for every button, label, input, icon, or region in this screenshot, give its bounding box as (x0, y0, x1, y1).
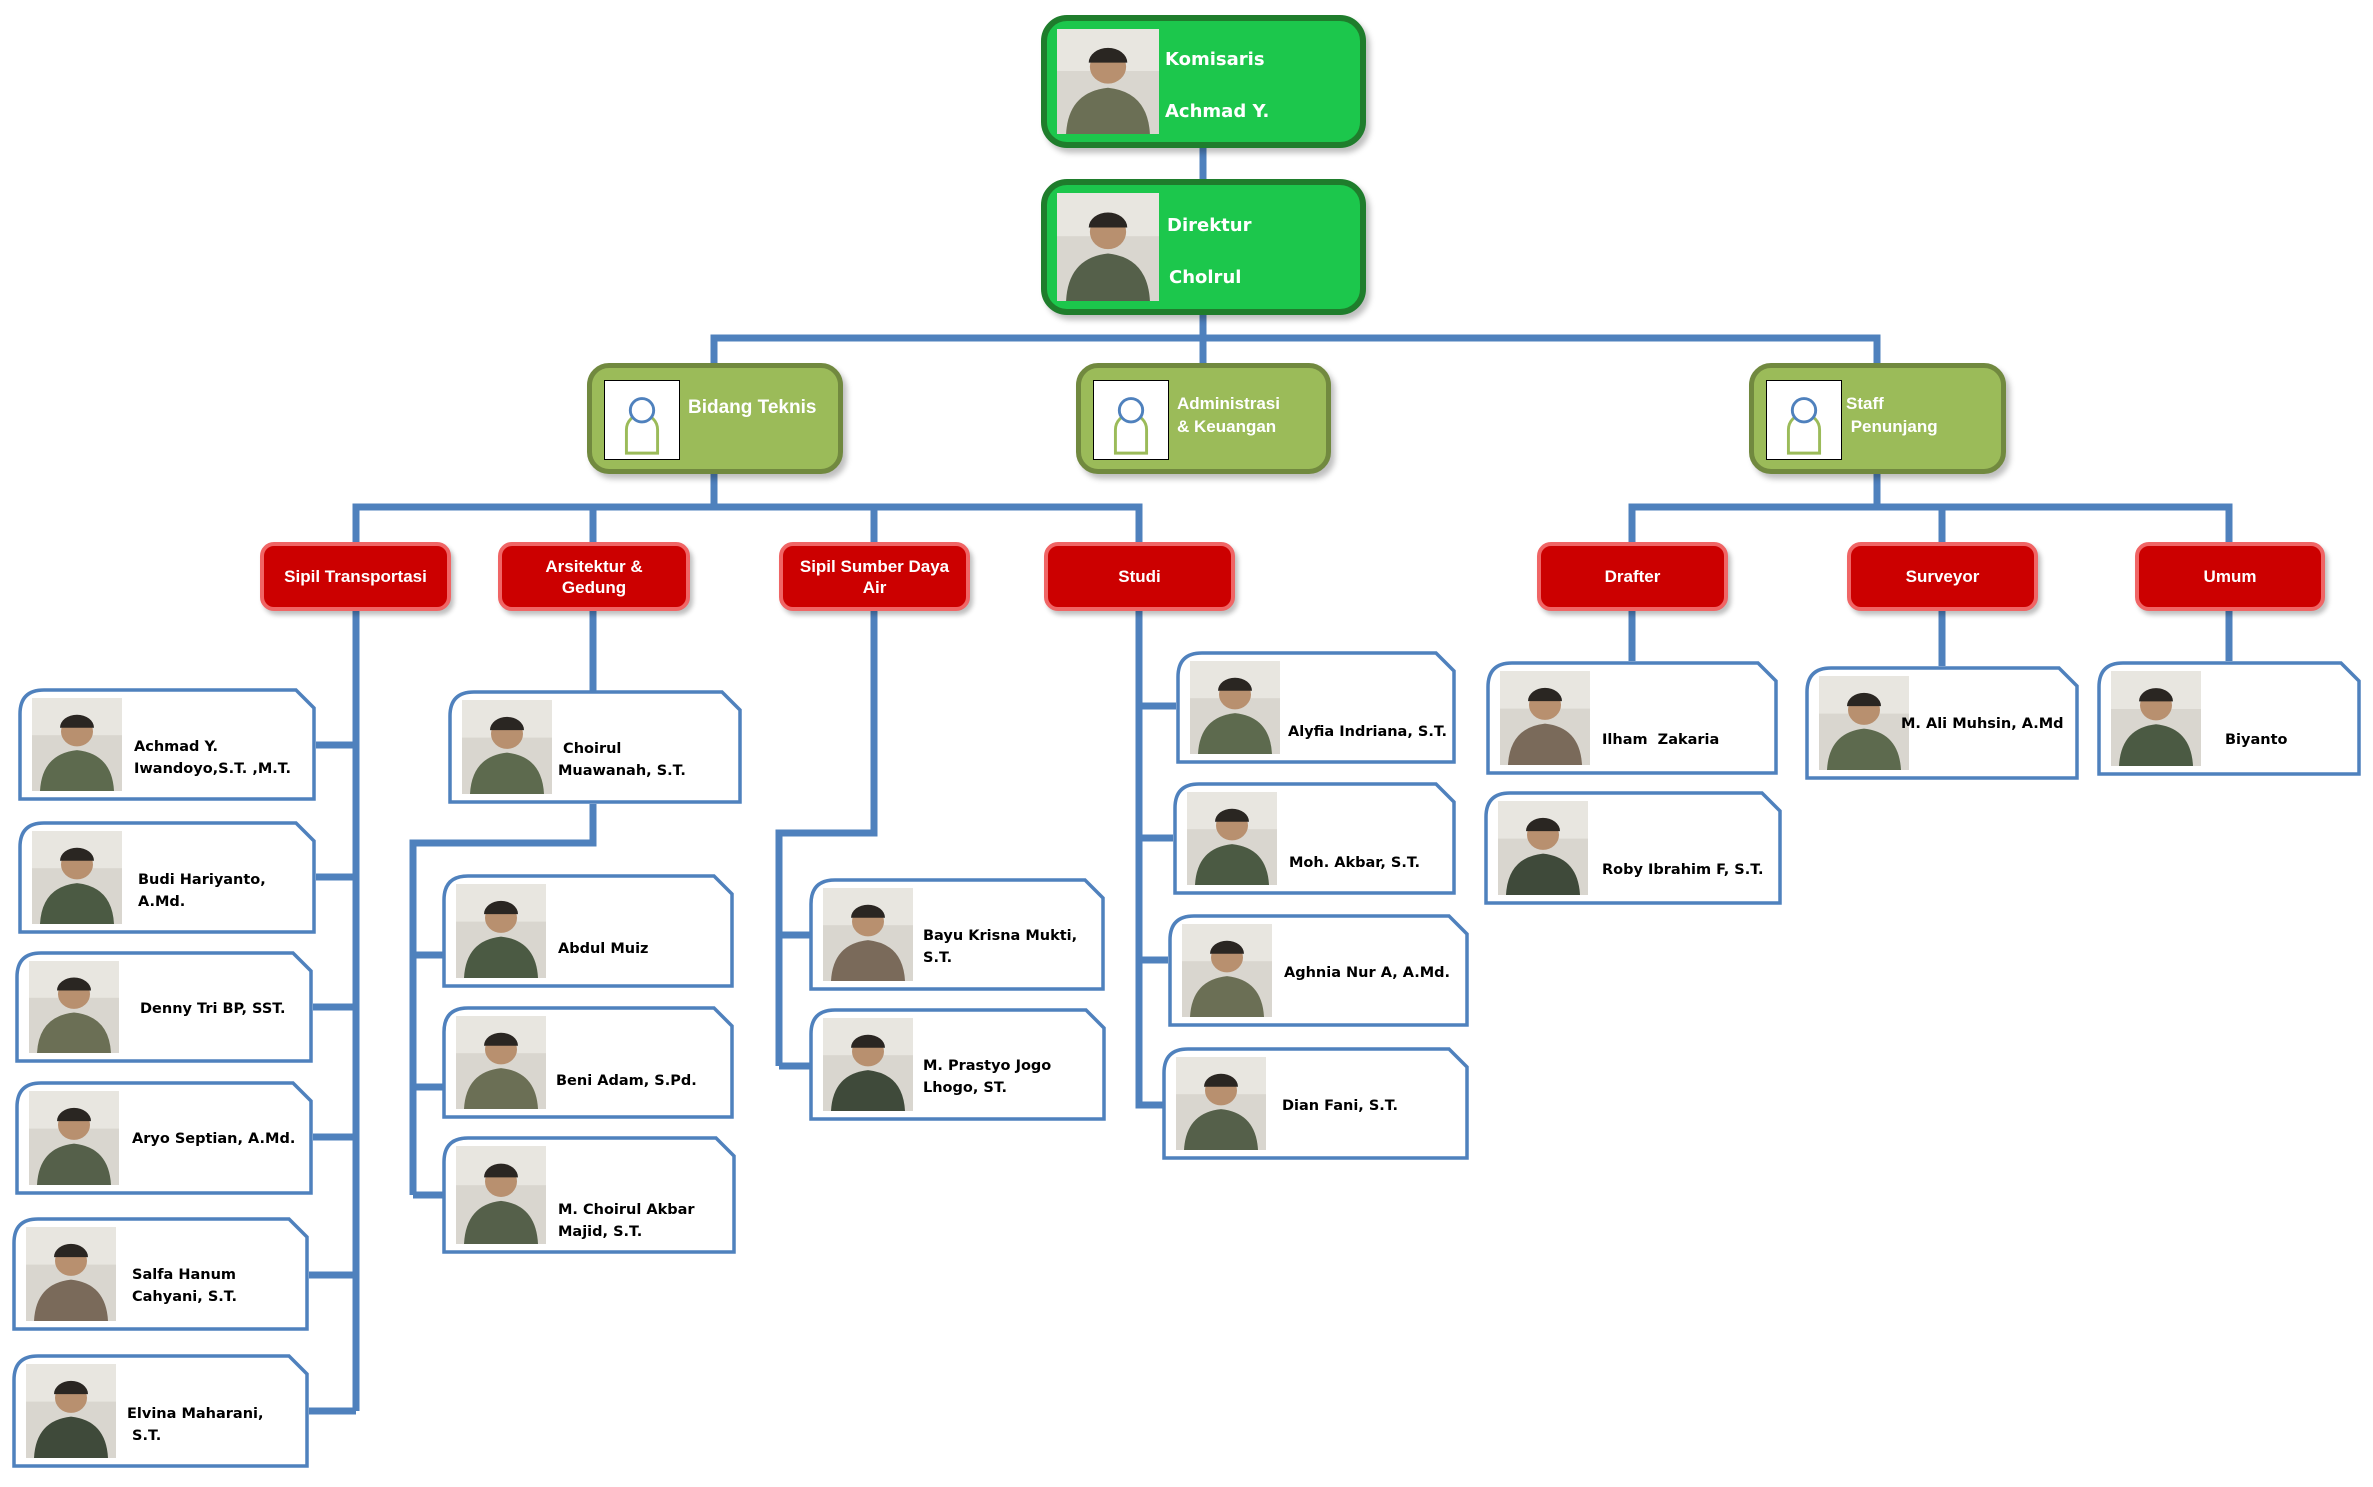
komisaris-photo (1057, 29, 1159, 134)
person-placeholder-icon (604, 380, 680, 460)
member-photo (26, 1364, 116, 1458)
department-label: Umum (2203, 567, 2257, 586)
connector-studi-members (1135, 611, 1176, 1109)
member-card: Alyfia Indriana, S.T. (1176, 651, 1456, 764)
connector-arsitektur-members (409, 611, 597, 1199)
member-card: Elvina Maharani, S.T. (12, 1354, 309, 1468)
member-name: Abdul Muiz (558, 941, 649, 957)
member-name: Alyfia Indriana, S.T. (1288, 724, 1448, 740)
member-name: M. Ali Muhsin, A.Md (1901, 716, 2064, 732)
member-card: Biyanto (2097, 661, 2361, 776)
member-photo (29, 961, 119, 1053)
direktur-photo (1057, 193, 1159, 301)
member-photo (1498, 801, 1588, 895)
department-label: Sipil Sumber Daya Air (799, 556, 950, 597)
member-photo (2111, 671, 2201, 766)
member-name: Achmad Y. Iwandoyo,S.T. ,M.T. (134, 739, 292, 777)
member-photo (1190, 661, 1280, 754)
member-card: Dian Fani, S.T. (1162, 1047, 1469, 1160)
komisaris-role: Komisaris (1165, 49, 1265, 70)
division-label: Bidang Teknis (688, 397, 817, 418)
department-label: Surveyor (1905, 567, 1980, 586)
department-arsitektur-gedung: Arsitektur & Gedung (498, 542, 690, 611)
member-card: M. Choirul Akbar Majid, S.T. (442, 1136, 736, 1254)
member-card: Moh. Akbar, S.T. (1173, 782, 1456, 895)
komisaris-name: Achmad Y. (1165, 101, 1270, 122)
direktur-box: Direktur Cholrul (1041, 179, 1366, 315)
member-photo (823, 1018, 913, 1111)
division-label: Administrasi & Keuangan (1177, 394, 1280, 436)
connector-sda-members (775, 611, 878, 1070)
member-photo (29, 1091, 119, 1185)
member-card: Abdul Muiz (442, 874, 734, 988)
member-name: M. Choirul Akbar Majid, S.T. (558, 1202, 695, 1240)
department-drafter: Drafter (1537, 542, 1728, 611)
member-card: M. Ali Muhsin, A.Md (1805, 666, 2079, 780)
member-name: Aghnia Nur A, A.Md. (1284, 965, 1451, 981)
member-photo (1182, 924, 1272, 1017)
division-administrasi-keuangan: Administrasi & Keuangan (1076, 363, 1331, 474)
department-umum: Umum (2135, 542, 2325, 611)
member-name: Roby Ibrahim F, S.T. (1602, 862, 1764, 878)
division-bidang-teknis: Bidang Teknis (587, 363, 843, 474)
member-name: Bayu Krisna Mukti, S.T. (923, 928, 1078, 966)
division-label: Staff Penunjang (1846, 394, 1938, 436)
member-photo (26, 1227, 116, 1321)
person-placeholder-icon (1766, 380, 1842, 460)
connector-penunjang-departments (1628, 474, 2233, 542)
member-photo (1500, 671, 1590, 765)
member-name: Denny Tri BP, SST. (140, 1001, 286, 1017)
member-name: Budi Hariyanto, A.Md. (138, 872, 266, 910)
direktur-role: Direktur (1167, 215, 1252, 236)
member-photo (1187, 792, 1277, 885)
member-name: M. Prastyo Jogo Lhogo, ST. (923, 1058, 1052, 1096)
division-staff-penunjang: Staff Penunjang (1749, 363, 2006, 474)
member-photo (456, 884, 546, 978)
member-name: Beni Adam, S.Pd. (556, 1073, 697, 1089)
member-name: Dian Fani, S.T. (1282, 1098, 1398, 1114)
member-card: Bayu Krisna Mukti, S.T. (809, 878, 1105, 991)
member-card: Roby Ibrahim F, S.T. (1484, 791, 1782, 905)
member-photo (1819, 676, 1909, 770)
member-card: M. Prastyo Jogo Lhogo, ST. (809, 1008, 1106, 1121)
department-label: Sipil Transportasi (284, 567, 427, 586)
department-label: Drafter (1604, 567, 1661, 586)
member-photo (32, 831, 122, 924)
department-label: Studi (1118, 567, 1161, 586)
connector-direktur-divisions (710, 315, 1881, 363)
department-label: Arsitektur & Gedung (545, 556, 643, 597)
member-name: Salfa Hanum Cahyani, S.T. (132, 1267, 237, 1305)
member-card: Ilham Zakaria (1486, 661, 1778, 775)
department-surveyor: Surveyor (1847, 542, 2038, 611)
member-card: Achmad Y. Iwandoyo,S.T. ,M.T. (18, 688, 316, 801)
member-card: Salfa Hanum Cahyani, S.T. (12, 1217, 309, 1331)
member-card: Beni Adam, S.Pd. (442, 1006, 734, 1119)
member-photo (32, 698, 122, 791)
member-card: Budi Hariyanto, A.Md. (18, 821, 316, 934)
member-photo (1176, 1057, 1266, 1150)
member-name: Biyanto (2225, 732, 2288, 748)
member-photo (456, 1016, 546, 1109)
member-photo (462, 700, 552, 794)
department-sipil-transportasi: Sipil Transportasi (260, 542, 451, 611)
department-sipil-sda: Sipil Sumber Daya Air (779, 542, 970, 611)
department-studi: Studi (1044, 542, 1235, 611)
member-card: Denny Tri BP, SST. (15, 951, 313, 1063)
member-card: Aryo Septian, A.Md. (15, 1081, 313, 1195)
member-photo (823, 888, 913, 981)
komisaris-box: Komisaris Achmad Y. (1041, 15, 1366, 148)
connector-teknis-departments (352, 474, 1143, 542)
member-photo (456, 1146, 546, 1244)
member-name: Choirul Muawanah, S.T. (558, 741, 686, 779)
member-card: Choirul Muawanah, S.T. (448, 690, 742, 804)
member-name: Aryo Septian, A.Md. (132, 1131, 296, 1147)
connector-sipil-transportasi-members (309, 611, 360, 1415)
direktur-name: Cholrul (1169, 267, 1242, 288)
member-card: Aghnia Nur A, A.Md. (1168, 914, 1469, 1027)
person-placeholder-icon (1093, 380, 1169, 460)
member-name: Moh. Akbar, S.T. (1289, 855, 1421, 871)
member-name: Elvina Maharani, S.T. (127, 1406, 264, 1444)
member-name: Ilham Zakaria (1602, 732, 1720, 748)
